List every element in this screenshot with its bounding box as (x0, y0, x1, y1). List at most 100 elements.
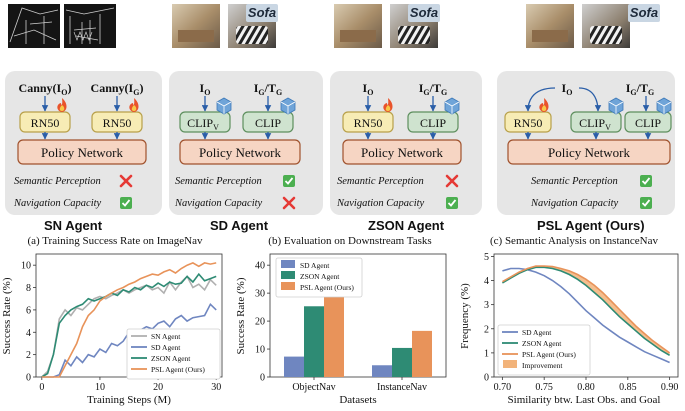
series-line (502, 267, 670, 364)
y-axis-label: Frequency (%) (459, 283, 471, 349)
x-tick-label: ObjectNav (292, 382, 335, 393)
policy-network-box (179, 139, 301, 165)
zson-input-obs: IO (363, 81, 374, 97)
y-axis-label: Success Rate (%) (1, 277, 13, 354)
x-tick-label: 20 (153, 382, 163, 393)
series-line (501, 266, 671, 356)
x-tick-label: 30 (211, 382, 221, 393)
sd-input-obs: IO (200, 81, 211, 97)
chart-title: (c) Semantic Analysis on InstanceNav (490, 235, 659, 247)
semantic-perception-label: Semantic Perception (175, 176, 262, 187)
sofa-tag: Sofa (246, 4, 278, 22)
legend-box (126, 328, 221, 380)
policy-network-label: Policy Network (41, 145, 123, 160)
navigation-capacity-label: Navigation Capacity (336, 198, 425, 209)
y-tick-label: 1 (484, 348, 489, 359)
y-tick-label: 8 (26, 283, 31, 294)
policy-network-box (507, 139, 671, 165)
legend-label: ZSON Agent (522, 339, 562, 348)
bar (372, 365, 392, 377)
cross-icon (282, 196, 296, 210)
psl-input-goal: IG/TG (626, 81, 654, 97)
legend-label: ZSON Agent (300, 272, 340, 281)
encoder-label: RN50 (514, 116, 543, 130)
encoder-label: CLIP (635, 116, 661, 130)
improvement-area (502, 266, 670, 356)
y-tick-label: 0 (26, 373, 31, 384)
check-icon (641, 177, 651, 185)
navigation-capacity-label: Navigation Capacity (13, 198, 102, 209)
zson-input-goal: IG/TG (419, 81, 447, 97)
fire-icon (131, 105, 137, 111)
check-icon (641, 199, 651, 207)
x-tick-label: 0.80 (577, 382, 595, 393)
y-axis-label: Success Rate (%) (235, 277, 247, 354)
sn-agent-title: SN Agent (44, 218, 103, 233)
encoder-label: CLIPV (579, 116, 611, 132)
policy-network-box (17, 139, 147, 165)
sd-input-goal: IG/TG (254, 81, 282, 97)
sn-panel (8, 4, 116, 48)
legend-label: SD Agent (522, 328, 552, 337)
x-tick-label: InstanceNav (377, 382, 427, 393)
sn-input-goal: Canny(IG) (91, 81, 144, 97)
check-icon (447, 199, 457, 207)
series-line (501, 265, 671, 354)
x-tick-label: 0.85 (619, 382, 637, 393)
sofa-tag: Sofa (408, 4, 440, 22)
y-tick-label: 6 (26, 305, 31, 316)
legend-label: PSL Agent (Ours) (151, 365, 205, 374)
y-tick-label: 40 (255, 261, 265, 272)
psl-panel-images (526, 4, 630, 48)
navigation-capacity-label: Navigation Capacity (174, 198, 263, 209)
legend-swatch (503, 360, 517, 368)
y-tick-label: 10 (255, 345, 265, 356)
arrow (524, 87, 556, 112)
bar (412, 330, 432, 377)
frozen-icon (656, 101, 672, 114)
fire-icon (59, 105, 65, 111)
x-tick-label: 10 (95, 382, 105, 393)
series-line (41, 272, 217, 378)
chart-downstream-eval: (b) Evaluation on Downstream Tasks010203… (235, 235, 447, 406)
psl-input-obs: IO (562, 81, 573, 97)
bar (284, 356, 304, 377)
arrow (578, 87, 602, 112)
legend-label: Improvement (522, 361, 563, 370)
y-tick-label: 3 (484, 300, 489, 311)
x-axis-label: Datasets (339, 394, 376, 406)
x-tick-label: 0 (39, 382, 44, 393)
y-tick-label: 10 (21, 261, 31, 272)
legend-box (497, 324, 591, 376)
sofa-tag: Sofa (628, 4, 660, 22)
semantic-perception-label: Semantic Perception (14, 176, 101, 187)
check-icon (284, 177, 294, 185)
agent-diagrams (8, 4, 630, 48)
x-axis-label: Similarity btw. Last Obs. and Goal (508, 394, 661, 406)
frozen-icon (280, 101, 296, 114)
fire-icon (385, 105, 391, 111)
legend-label: SD Agent (151, 343, 181, 352)
psl-agent-title: PSL Agent (Ours) (537, 218, 645, 233)
encoder-label: RN50 (354, 116, 383, 130)
y-tick-label: 0 (484, 373, 489, 384)
x-tick-label: 0.90 (661, 382, 679, 393)
legend-swatch (281, 260, 295, 268)
zson-agent-title: ZSON Agent (368, 218, 445, 233)
y-tick-label: 2 (484, 324, 489, 335)
semantic-perception-label: Semantic Perception (531, 176, 618, 187)
semantic-perception-label: Semantic Perception (337, 176, 424, 187)
x-tick-label: 0.75 (535, 382, 553, 393)
y-tick-label: 0 (260, 373, 265, 384)
frozen-icon (444, 101, 460, 114)
sd-agent-title: SD Agent (210, 218, 269, 233)
navigation-capacity-label: Navigation Capacity (530, 198, 619, 209)
policy-network-label: Policy Network (548, 145, 630, 160)
y-tick-label: 30 (255, 289, 265, 300)
encoder-label: CLIP (255, 116, 281, 130)
sd-panel-images (172, 4, 276, 48)
encoder-label: CLIP (420, 116, 446, 130)
y-tick-label: 2 (26, 350, 31, 361)
encoder-label: RN50 (31, 116, 60, 130)
